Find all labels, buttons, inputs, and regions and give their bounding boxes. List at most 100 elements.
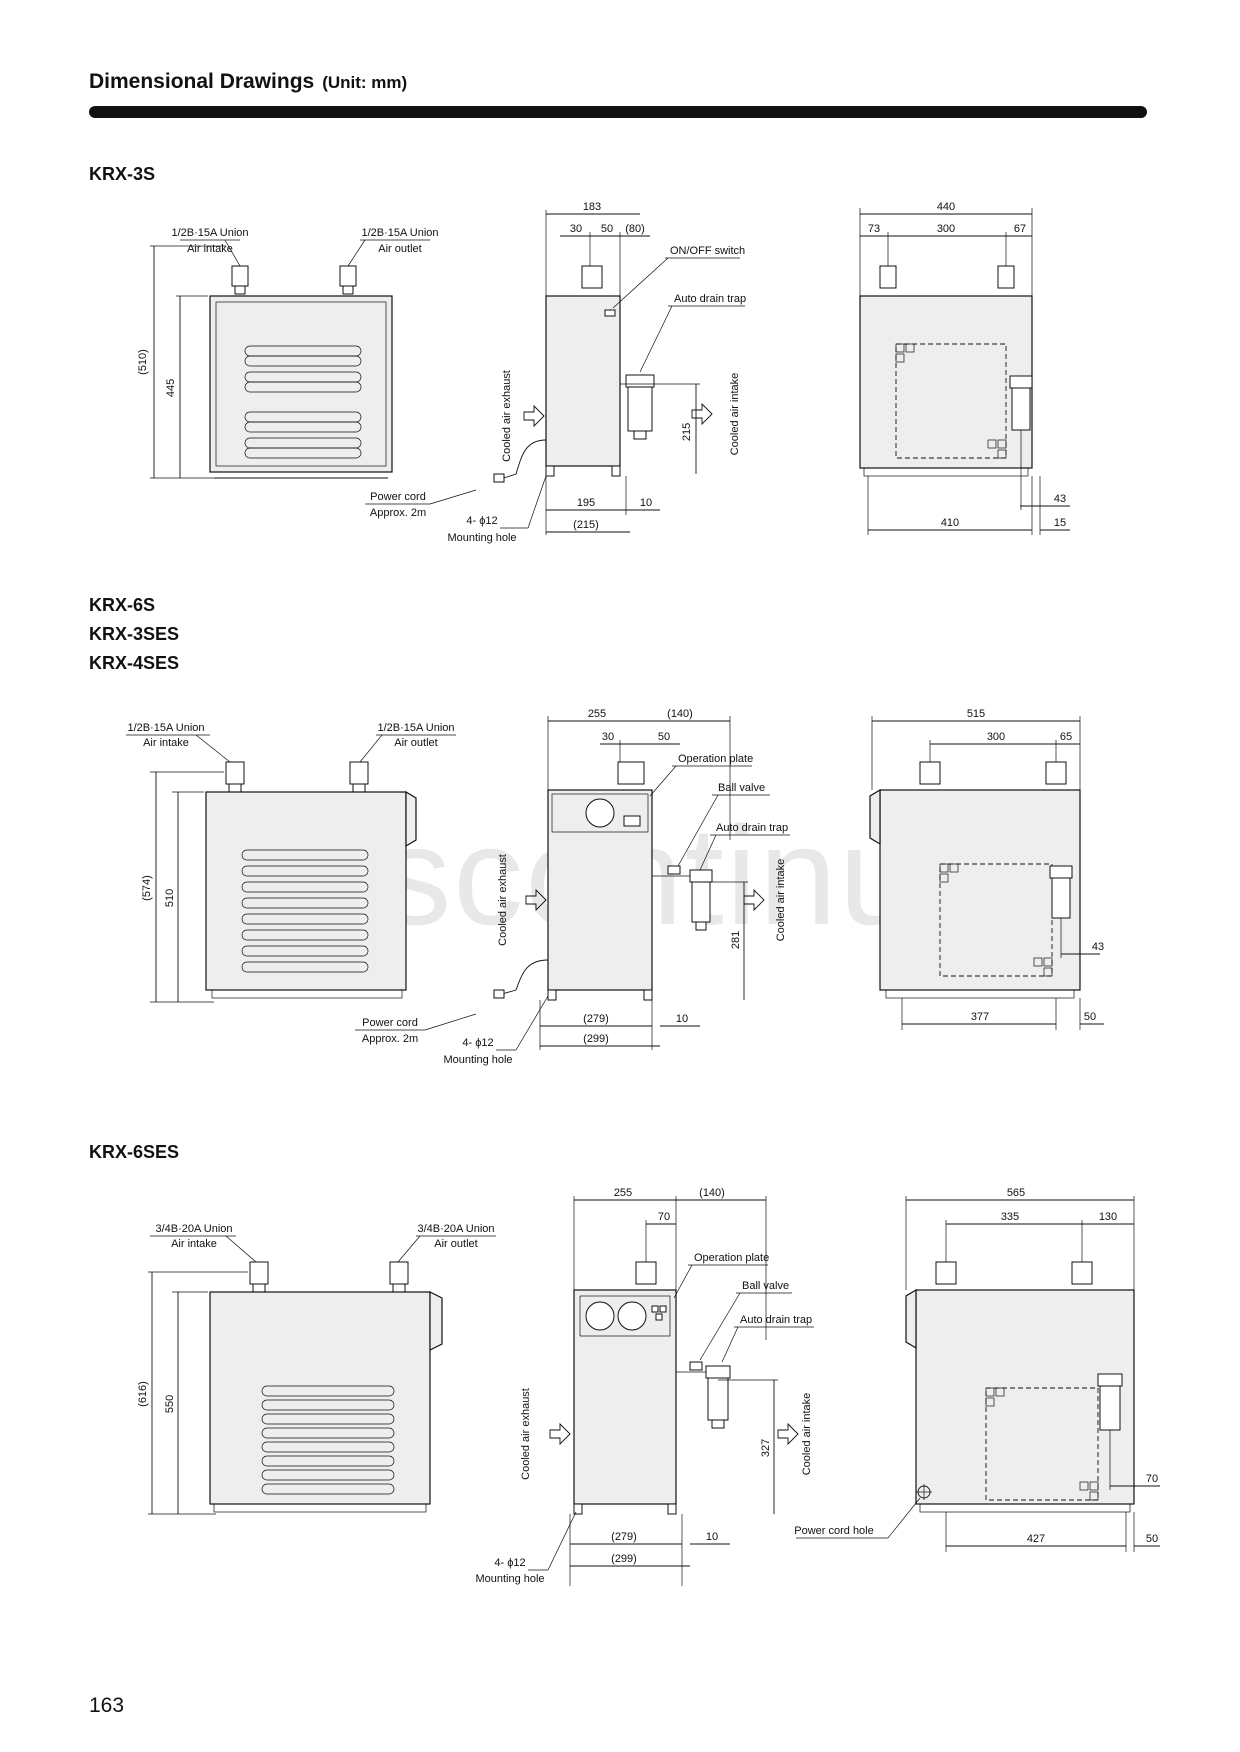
dimension-label: Mounting hole	[443, 1054, 512, 1066]
dimension-label: 50	[1146, 1533, 1158, 1545]
dimension-label: 1/2B·15A Union	[171, 227, 248, 239]
dimension-label: 65	[1060, 731, 1072, 743]
dimension-label: 70	[1146, 1473, 1158, 1485]
dimension-label: 30	[570, 223, 582, 235]
dimension-label: 4- ϕ12	[466, 515, 497, 527]
dimension-label: 550	[164, 1395, 176, 1413]
dimension-label: Mounting hole	[475, 1573, 544, 1585]
krx-3s-power-cord-label: Power cord Approx. 2m	[365, 489, 477, 519]
dimension-label: 10	[640, 497, 652, 509]
dimension-label: Approx. 2m	[362, 1033, 418, 1045]
dimension-label: 15	[1054, 517, 1066, 529]
page-number: 163	[89, 1694, 125, 1717]
dimension-label: Power cord hole	[794, 1525, 874, 1537]
dimension-label: Cooled air intake	[801, 1393, 813, 1476]
dimension-label: (510)	[137, 349, 149, 375]
model-name: KRX-4SES	[89, 653, 180, 673]
dimension-label: (279)	[583, 1013, 609, 1025]
model-heading-krx-3s: KRX-3S	[89, 164, 156, 184]
dimension-label: 3/4B·20A Union	[417, 1223, 494, 1235]
dimension-label: 195	[577, 497, 595, 509]
dimension-label: 10	[706, 1531, 718, 1543]
dimension-label: 327	[760, 1439, 772, 1457]
krx-6ses-side-view: 255 (140) 70 Operation plate Ball valve …	[475, 1187, 814, 1586]
krx-3s-front-view: 1/2B·15A Union Air intake 1/2B·15A Union…	[137, 227, 439, 479]
dimension-label: 73	[868, 223, 880, 235]
dimension-label: Auto drain trap	[740, 1314, 812, 1326]
dimension-label: Cooled air intake	[775, 859, 787, 942]
dimension-label: Mounting hole	[447, 532, 516, 544]
dimension-label: (299)	[611, 1553, 637, 1565]
dimension-label: Air outlet	[394, 737, 437, 749]
model-name: KRX-6S	[89, 595, 156, 615]
dimension-label: Power cord	[370, 491, 426, 503]
krx-6s-front-view: 1/2B·15A Union Air intake 1/2B·15A Union…	[126, 722, 456, 1003]
dimension-label: (574)	[141, 875, 153, 901]
dimension-label: (299)	[583, 1033, 609, 1045]
dimension-label: 50	[1084, 1011, 1096, 1023]
dimension-label: 515	[967, 708, 985, 720]
model-name: KRX-3SES	[89, 624, 180, 644]
dimension-label: Cooled air exhaust	[501, 370, 513, 462]
dimension-label: Air outlet	[378, 243, 421, 255]
dimension-label: 440	[937, 201, 955, 213]
dimension-label: 1/2B·15A Union	[127, 722, 204, 734]
dimension-label: 4- ϕ12	[494, 1557, 525, 1569]
dimension-label: 3/4B·20A Union	[155, 1223, 232, 1235]
dimension-label: Ball valve	[742, 1280, 789, 1292]
dimension-label: (279)	[611, 1531, 637, 1543]
dimension-label: 281	[730, 931, 742, 949]
unit-note: (Unit: mm)	[322, 73, 408, 92]
dimension-label: Air intake	[143, 737, 189, 749]
dimension-label: 215	[681, 423, 693, 441]
dimension-label: 1/2B·15A Union	[377, 722, 454, 734]
dimension-label: (80)	[625, 223, 645, 235]
dimension-label: 427	[1027, 1533, 1045, 1545]
dimension-label: 300	[937, 223, 955, 235]
dimension-label: 70	[658, 1211, 670, 1223]
dimension-label: 183	[583, 201, 601, 213]
krx-3s-side-view: 183 30 50 (80) ON/OFF switch Auto drain …	[447, 201, 746, 544]
krx-6ses-rear-view: 565 335 130 70 Power cord hole 427 50	[794, 1187, 1160, 1552]
dimension-label: Cooled air intake	[729, 373, 741, 456]
dimension-label: Cooled air exhaust	[497, 854, 509, 946]
dimension-label: 4- ϕ12	[462, 1037, 493, 1049]
dimension-label: Cooled air exhaust	[520, 1388, 532, 1480]
dimension-label: 10	[676, 1013, 688, 1025]
dimension-label: Auto drain trap	[716, 822, 788, 834]
dimension-label: 510	[164, 889, 176, 907]
model-heading-krx-6ses: KRX-6SES	[89, 1142, 180, 1162]
dimension-label: 130	[1099, 1211, 1117, 1223]
dimension-label: 43	[1092, 941, 1104, 953]
dimension-label: Operation plate	[694, 1252, 769, 1264]
krx-6s-side-view: 255 (140) 30 50 Operation plate Ball val…	[443, 708, 790, 1066]
dimension-label: (616)	[137, 1381, 149, 1407]
dimension-label: Air outlet	[434, 1238, 477, 1250]
dimension-label: 410	[941, 517, 959, 529]
dimension-label: (140)	[699, 1187, 725, 1199]
dimension-label: 50	[658, 731, 670, 743]
dimension-label: 377	[971, 1011, 989, 1023]
dimension-label: 335	[1001, 1211, 1019, 1223]
dimension-label: 255	[588, 708, 606, 720]
dimension-label: 1/2B·15A Union	[361, 227, 438, 239]
dimension-label: 255	[614, 1187, 632, 1199]
dimension-label: 30	[602, 731, 614, 743]
krx-6s-power-cord-label: Power cord Approx. 2m	[355, 1013, 477, 1045]
krx-6s-rear-view: 515 300 65 43 377 50	[869, 708, 1104, 1030]
dimension-label: 50	[601, 223, 613, 235]
dimension-label: (215)	[573, 519, 599, 531]
title-rule	[89, 106, 1147, 118]
dimension-label: 43	[1054, 493, 1066, 505]
model-heading-group-krx-6s: KRX-6S KRX-3SES KRX-4SES	[89, 591, 179, 678]
dimension-label: Approx. 2m	[370, 507, 426, 519]
dimension-label: 565	[1007, 1187, 1025, 1199]
dimension-label: 300	[987, 731, 1005, 743]
dimension-label: ON/OFF switch	[670, 245, 745, 257]
dimension-label: Power cord	[362, 1017, 418, 1029]
krx-6ses-front-view: 3/4B·20A Union Air intake 3/4B·20A Union…	[137, 1223, 496, 1515]
dimension-label: 445	[165, 379, 177, 397]
dimension-label: Air intake	[171, 1238, 217, 1250]
dimension-label: 67	[1014, 223, 1026, 235]
dimension-label: Air intake	[187, 243, 233, 255]
